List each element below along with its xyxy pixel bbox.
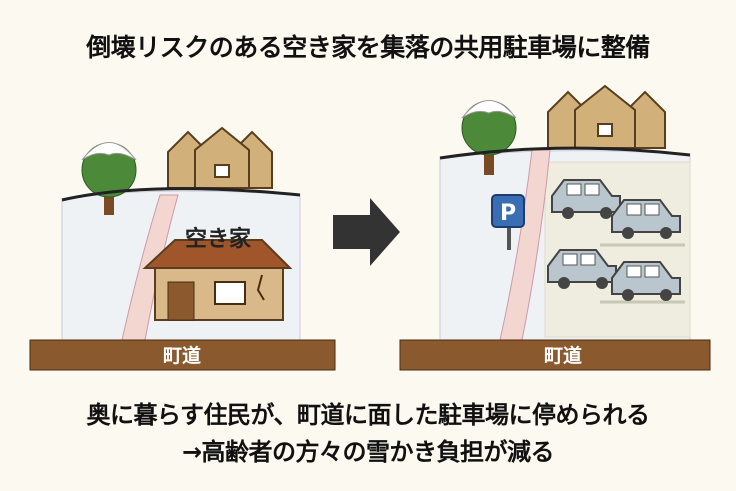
houses-icon [167, 126, 273, 189]
road [399, 339, 711, 371]
parking-sign-label: P [500, 201, 516, 226]
houses-icon [547, 84, 666, 149]
caption-line-2: →高齢者の方々の雪かき負担が減る [181, 438, 555, 466]
empty-house-icon [142, 239, 293, 321]
car-icon [611, 199, 681, 239]
tree-icon [81, 142, 137, 215]
after-scene: P 町道 [399, 84, 711, 371]
car-icon [547, 249, 617, 289]
page-title: 倒壊リスクのある空き家を集落の共用駐車場に整備 [86, 33, 650, 62]
caption-line-1: 奥に暮らす住民が、町道に面した駐車場に停められる [86, 401, 650, 429]
road-label: 町道 [163, 344, 201, 367]
snow-edge [61, 187, 301, 202]
parking-sign: P [491, 194, 525, 250]
car-icon [611, 261, 681, 301]
road-label: 町道 [544, 344, 582, 367]
tree-icon [461, 100, 517, 175]
parked-cars [547, 179, 681, 301]
car-icon [551, 179, 621, 219]
arrow-right-icon [333, 198, 400, 266]
before-scene: 空き家 町道 [29, 126, 336, 371]
empty-house-label: 空き家 [185, 226, 252, 252]
parking-lines [600, 243, 685, 304]
snow-edge [439, 146, 691, 160]
road [29, 339, 336, 371]
